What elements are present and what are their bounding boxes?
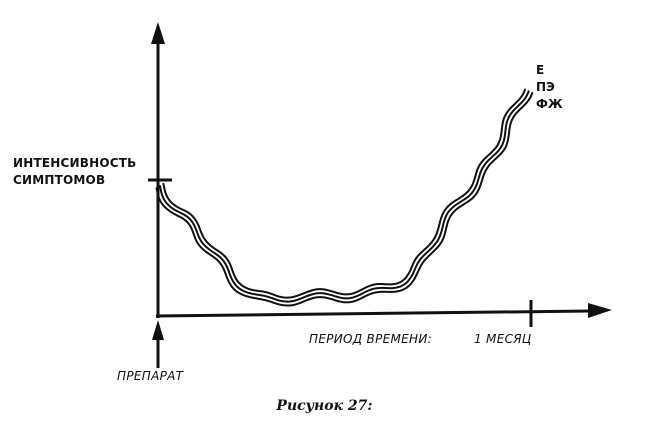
legend-item-fzh: ФЖ — [536, 97, 563, 111]
x-axis-label: ПЕРИОД ВРЕМЕНИ: — [309, 332, 432, 346]
y-axis-label-line1: ИНТЕНСИВНОСТЬ — [13, 156, 137, 170]
symptom-curve — [155, 88, 534, 307]
drug-label: ПРЕПАРАТ — [117, 369, 184, 383]
legend-item-pe: ПЭ — [536, 80, 555, 94]
symptom-curve-strand-3 — [155, 92, 534, 307]
figure-caption: Рисунок 27: — [276, 398, 373, 414]
x-axis-arrow — [588, 303, 612, 318]
curve-legend: Е ПЭ ФЖ — [536, 62, 563, 113]
x-axis — [155, 309, 591, 318]
y-axis-label-line2: СИМПТОМОВ — [13, 173, 106, 187]
drug-arrow-head — [152, 320, 164, 340]
x-tick-label: 1 МЕСЯЦ — [474, 332, 532, 346]
y-axis-label: ИНТЕНСИВНОСТЬ СИМПТОМОВ — [13, 155, 137, 189]
symptom-curve-strand-1 — [162, 88, 526, 299]
symptom-curve-strand-2 — [159, 90, 530, 303]
y-axis-arrow — [151, 22, 165, 44]
legend-item-e: Е — [536, 63, 545, 77]
